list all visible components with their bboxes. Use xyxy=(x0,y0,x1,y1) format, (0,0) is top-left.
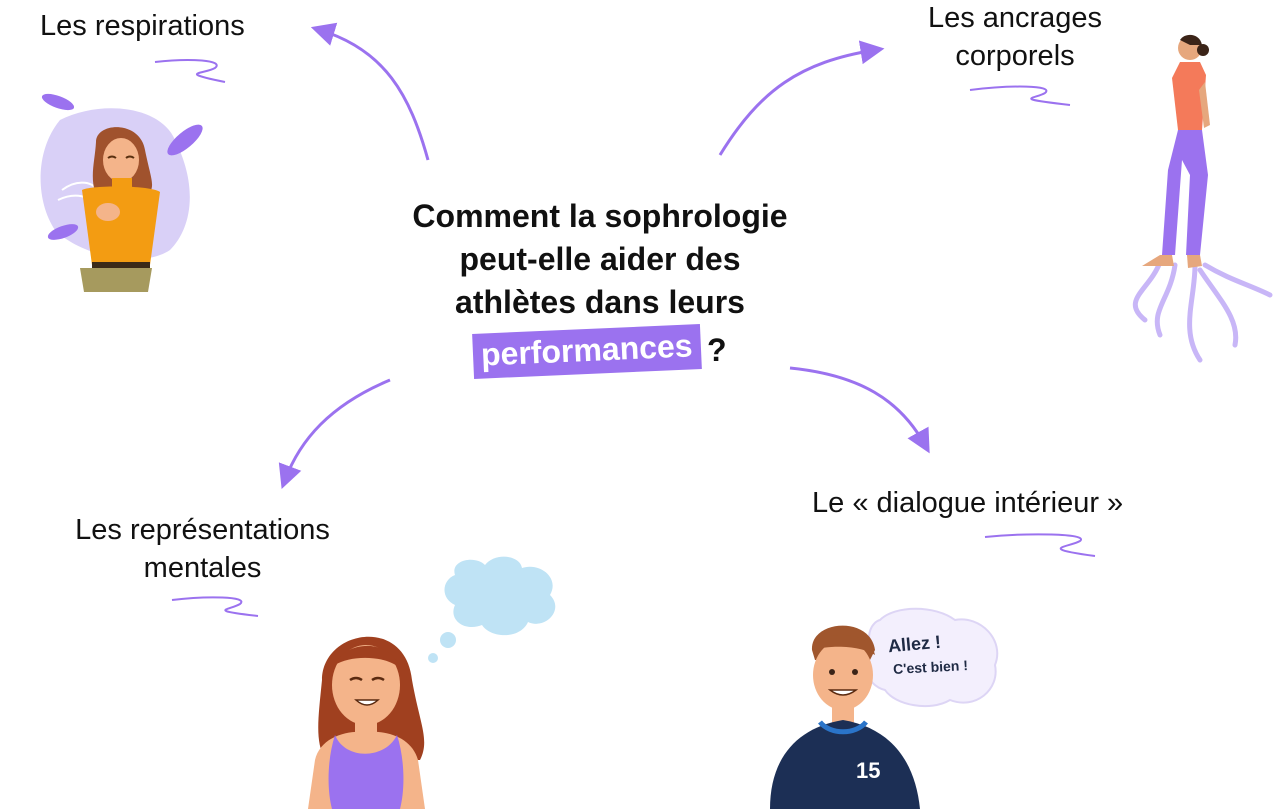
label-representations-mentales: Les représentations mentales xyxy=(45,512,360,587)
jersey-number: 15 xyxy=(856,758,881,783)
squiggle-representations xyxy=(171,596,259,617)
label-ancrages-line2: corporels xyxy=(955,39,1075,72)
central-question-line1: Comment la sophrologie xyxy=(412,198,788,234)
smiling-woman-thinking-icon xyxy=(308,556,556,809)
arrow-to-respirations xyxy=(310,22,430,161)
central-question: Comment la sophrologie peut-elle aider d… xyxy=(370,195,830,379)
breathing-woman-icon xyxy=(40,93,203,292)
label-ancrages-corporels: Les ancrages corporels xyxy=(905,0,1125,75)
question-mark: ? xyxy=(707,331,727,368)
squiggle-dialogue xyxy=(984,533,1096,557)
standing-woman-with-roots-icon xyxy=(1132,34,1273,363)
arrow-to-ancrages xyxy=(718,40,885,156)
label-respirations: Les respirations xyxy=(40,10,245,42)
central-question-line2: peut-elle aider des xyxy=(459,241,741,278)
arrow-to-representations xyxy=(278,378,391,489)
arrow-to-dialogue xyxy=(789,366,930,454)
highlight-performances: performances xyxy=(472,323,702,379)
label-representations-line2: mentales xyxy=(143,551,262,584)
football-player-icon xyxy=(770,607,999,809)
label-representations-line1: Les représentations xyxy=(75,514,330,546)
squiggle-ancrages xyxy=(969,85,1071,106)
label-dialogue-interieur: Le « dialogue intérieur » xyxy=(812,487,1124,519)
label-ancrages-line1: Les ancrages xyxy=(927,2,1103,34)
squiggle-respirations xyxy=(154,59,226,83)
central-question-line3: athlètes dans leurs xyxy=(455,284,745,321)
central-question-line4: performances? xyxy=(370,323,830,379)
